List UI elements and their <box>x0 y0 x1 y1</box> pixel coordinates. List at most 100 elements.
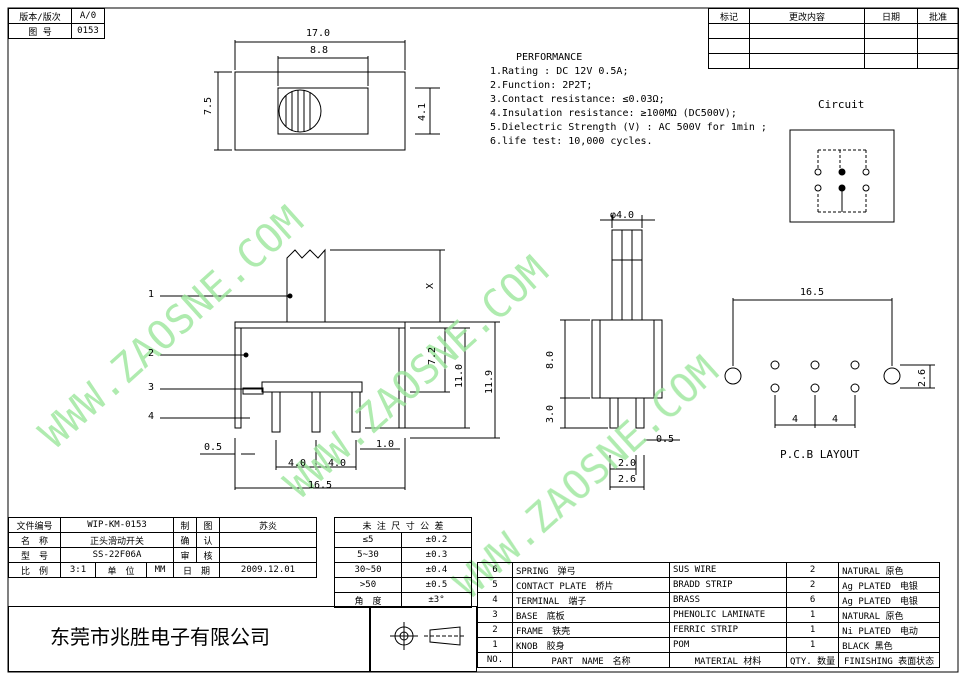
info-value <box>219 532 317 548</box>
dim-side-10: 1.0 <box>376 439 395 450</box>
dim-right-26: 2.6 <box>618 474 637 485</box>
tolerance-range: >50 <box>334 577 402 593</box>
info-label: 认 <box>196 532 220 548</box>
tolerance-value: ±3° <box>401 592 472 608</box>
bom-cell: POM <box>669 637 787 653</box>
info-label: 型 号 <box>8 547 61 563</box>
bom-cell: Ni PLATED 电动 <box>838 622 941 638</box>
projection-symbol-icon <box>390 622 464 650</box>
company-box <box>8 606 370 672</box>
scale-value: 3:1 <box>60 562 96 578</box>
info-label: 图 <box>196 517 220 533</box>
dim-right-phi: φ4.0 <box>610 210 635 221</box>
tolerance-range: 角 度 <box>334 592 402 608</box>
date-value: 2009.12.01 <box>219 562 317 578</box>
tolerance-range: 30~50 <box>334 562 402 578</box>
circuit-label: Circuit <box>818 98 865 111</box>
circuit-diagram <box>789 129 895 223</box>
tolerance-table: 未 注 尺 寸 公 差 ≤5±0.2 5~30±0.3 30~50±0.4 >5… <box>334 517 472 608</box>
info-label: 制 <box>173 517 197 533</box>
callout-1: 1 <box>148 289 155 300</box>
bom-cell: NATURAL 原色 <box>838 562 941 578</box>
bom-header: NO. <box>477 652 513 668</box>
info-label: 审 <box>173 547 197 563</box>
bom-cell: FRAME 铁壳 <box>512 622 670 638</box>
unit-label: 单 位 <box>94 562 148 578</box>
bom-cell: 3 <box>477 607 513 623</box>
info-value: WIP-KM-0153 <box>60 517 174 533</box>
bom-cell: CONTACT PLATE 桥片 <box>512 577 670 593</box>
info-value <box>219 547 317 563</box>
dim-side-165: 16.5 <box>308 480 333 491</box>
revision-header: 更改内容 <box>749 8 865 24</box>
version-table: 版本/版次 A/0 图 号 0153 <box>8 8 105 39</box>
dim-top-width: 17.0 <box>306 28 331 39</box>
dim-pcb-4a: 4 <box>792 414 799 425</box>
dim-right-05: 0.5 <box>656 434 675 445</box>
drawing-no-value: 0153 <box>71 23 105 39</box>
info-value: 正头滑动开关 <box>60 532 174 548</box>
top-view <box>214 40 440 151</box>
dim-pcb-165: 16.5 <box>800 287 825 298</box>
bom-cell: BASE 底板 <box>512 607 670 623</box>
right-view <box>560 215 680 490</box>
tolerance-value: ±0.5 <box>401 577 472 593</box>
dim-side-05: 0.5 <box>204 442 223 453</box>
performance-list: 1.Rating : DC 12V 0.5A; 2.Function: 2P2T… <box>490 66 767 150</box>
version-label: 版本/版次 <box>8 8 72 24</box>
bom-cell: SPRING 弹弓 <box>512 562 670 578</box>
performance-line: 2.Function: 2P2T; <box>490 80 593 91</box>
bom-cell: 1 <box>477 637 513 653</box>
drawing-frame <box>7 7 959 673</box>
bom-cell: 4 <box>477 592 513 608</box>
dim-side-72: 7.2 <box>427 346 439 366</box>
bom-cell: Ag PLATED 电银 <box>838 577 941 593</box>
callout-3: 3 <box>148 382 155 393</box>
callout-4: 4 <box>148 411 155 422</box>
bom-cell: BLACK 黑色 <box>838 637 941 653</box>
dim-side-40a: 4.0 <box>288 458 307 469</box>
info-label: 核 <box>196 547 220 563</box>
bom-cell: BRADD STRIP <box>669 577 787 593</box>
info-value: 苏炎 <box>219 517 317 533</box>
bom-header: FINISHING 表面状态 <box>838 652 941 668</box>
date-label: 日 期 <box>173 562 220 578</box>
bom-cell: PHENOLIC LAMINATE <box>669 607 787 623</box>
dim-side-x: X <box>425 282 437 290</box>
bom-cell: 2 <box>785 577 840 593</box>
performance-line: 4.Insulation resistance: ≥100MΩ (DC500V)… <box>490 108 737 119</box>
info-label: 名 称 <box>8 532 61 548</box>
bom-cell: BRASS <box>669 592 787 608</box>
dim-pcb-4b: 4 <box>832 414 839 425</box>
side-view <box>160 248 500 490</box>
version-value: A/0 <box>71 8 105 24</box>
pcb-label: P.C.B LAYOUT <box>780 448 860 461</box>
callout-2: 2 <box>148 348 155 359</box>
bom-cell: NATURAL 原色 <box>838 607 941 623</box>
revision-header: 日期 <box>864 8 918 24</box>
info-label: 确 <box>173 532 197 548</box>
bom-cell: 1 <box>785 622 840 638</box>
dim-top-knob: 8.8 <box>310 45 329 56</box>
company-name: 东莞市兆胜电子有限公司 <box>50 625 270 649</box>
bom-header: PART NAME 名称 <box>512 652 670 668</box>
info-table: 文件编号 WIP-KM-0153 制 图 苏炎 名 称 正头滑动开关 确 认 型… <box>8 517 317 578</box>
performance-title: PERFORMANCE <box>516 52 583 63</box>
bom-cell: 6 <box>477 562 513 578</box>
performance-line: 3.Contact resistance: ≤0.03Ω; <box>490 94 665 105</box>
bom-cell: 1 <box>785 637 840 653</box>
tolerance-range: 5~30 <box>334 547 402 563</box>
info-label: 文件编号 <box>8 517 61 533</box>
bom-cell: TERMINAL 端子 <box>512 592 670 608</box>
pcb-layout <box>724 298 935 428</box>
watermark-text-2: WWW.ZAOSNE.COM <box>276 248 557 508</box>
bom-cell: KNOB 胶身 <box>512 637 670 653</box>
bom-header: QTY. 数量 <box>785 652 840 668</box>
bom-cell: Ag PLATED 电银 <box>838 592 941 608</box>
projection-box <box>370 606 477 672</box>
dim-side-40b: 4.0 <box>328 458 347 469</box>
tolerance-title: 未 注 尺 寸 公 差 <box>334 517 472 533</box>
info-value: SS-22F06A <box>60 547 174 563</box>
performance-line: 1.Rating : DC 12V 0.5A; <box>490 66 629 77</box>
